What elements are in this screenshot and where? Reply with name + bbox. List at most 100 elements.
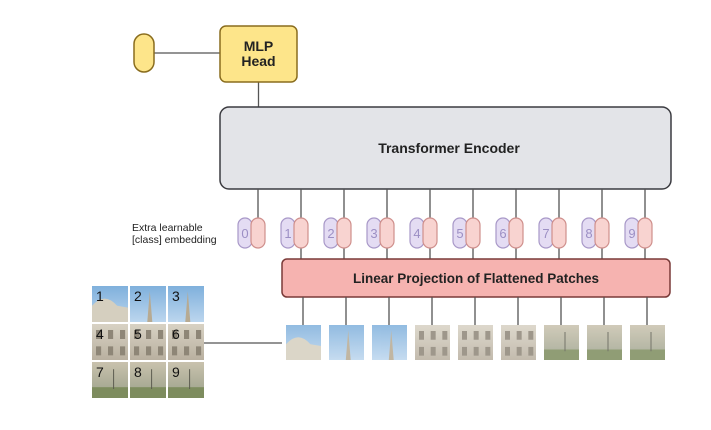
patch-embedding-7 [551, 217, 567, 249]
token-pair-8: 8 [581, 189, 610, 259]
position-index-7: 7 [542, 226, 549, 241]
patch-window [473, 331, 479, 340]
patch-spire [388, 330, 394, 360]
grid-patch-9 [168, 362, 204, 398]
patch-window [172, 346, 178, 356]
grid-patch-number-3: 3 [172, 288, 180, 304]
token-pair-9: 9 [624, 189, 653, 259]
patch-window [430, 331, 436, 340]
patch-grass [130, 387, 166, 398]
grid-patch-number-6: 6 [172, 326, 180, 342]
grid-patch-1 [92, 286, 128, 322]
patch-window [184, 330, 190, 339]
patch-grass [92, 387, 128, 398]
grid-patch-number-9: 9 [172, 364, 180, 380]
patch-spire [147, 291, 153, 322]
grid-patch-8 [130, 362, 166, 398]
linear-projection-label: Linear Projection of Flattened Patches [353, 271, 599, 286]
patch-embedding-8 [594, 217, 610, 249]
flattened-patch-1 [286, 325, 321, 360]
patch-window [172, 330, 178, 339]
linear-projection-box [281, 258, 671, 298]
patch-window [473, 346, 479, 356]
patch-window [158, 330, 164, 339]
patch-window [419, 331, 424, 340]
grid-patch-3 [168, 286, 204, 322]
token-pair-1: 1 [280, 189, 309, 259]
patch-window [516, 346, 522, 356]
patch-window [146, 330, 152, 339]
grid-patch-6 [168, 324, 204, 360]
token-pair-3: 3 [366, 189, 395, 259]
position-index-6: 6 [499, 226, 506, 241]
grid-patch-7 [92, 362, 128, 398]
grid-patch-number-2: 2 [134, 288, 142, 304]
class-embedding-label-line1: Extra learnable [132, 222, 203, 234]
patch-window [462, 346, 467, 356]
patch-dome [286, 337, 321, 360]
grid-patch-5 [130, 324, 166, 360]
patch-grass [168, 387, 204, 398]
token-pair-6: 6 [495, 189, 524, 259]
flattened-patch-3 [372, 325, 407, 360]
patch-spire [185, 291, 191, 322]
patch-window [134, 346, 140, 356]
class-output-token [133, 33, 155, 73]
flattened-patch-8 [587, 325, 622, 360]
patch-window [146, 346, 152, 356]
patch-window [505, 331, 510, 340]
grid-patch-4 [92, 324, 128, 360]
flattened-patch-5 [458, 325, 493, 360]
patch-window [528, 346, 534, 356]
patch-window [430, 346, 436, 356]
patch-window [108, 330, 114, 339]
position-index-8: 8 [585, 226, 592, 241]
transformer-encoder-label: Transformer Encoder [378, 140, 520, 156]
patch-window [419, 346, 424, 356]
patch-window [196, 330, 202, 339]
patch-grass [544, 349, 579, 360]
patch-embedding-4 [422, 217, 438, 249]
position-index-9: 9 [628, 226, 635, 241]
patch-embedding-1 [293, 217, 309, 249]
position-index-2: 2 [327, 226, 334, 241]
patch-window [120, 330, 126, 339]
patch-dome [92, 298, 128, 322]
patch-window [516, 331, 522, 340]
patch-embedding-0 [250, 217, 266, 249]
patch-window [96, 330, 102, 339]
patch-window [158, 346, 164, 356]
position-index-1: 1 [284, 226, 291, 241]
flattened-patch-4 [415, 325, 450, 360]
flattened-patches-row [286, 297, 665, 360]
patch-embedding-6 [508, 217, 524, 249]
patch-window [120, 346, 126, 356]
patch-window [108, 346, 114, 356]
position-index-5: 5 [456, 226, 463, 241]
patch-window [485, 346, 491, 356]
token-pair-2: 2 [323, 189, 352, 259]
grid-patch-2 [130, 286, 166, 322]
flattened-patch-2 [329, 325, 364, 360]
connector-lines [154, 52, 282, 344]
patch-grass [587, 349, 622, 360]
patch-spire [345, 330, 351, 360]
patch-embedding-9 [637, 217, 653, 249]
patch-window [485, 331, 491, 340]
patch-window [528, 331, 534, 340]
patch-window [505, 346, 510, 356]
flattened-patch-6 [501, 325, 536, 360]
patch-window [442, 331, 448, 340]
transformer-encoder-box [219, 106, 672, 190]
token-pair-0: 0 [237, 189, 266, 249]
token-pair-7: 7 [538, 189, 567, 259]
grid-patch-number-5: 5 [134, 326, 142, 342]
position-index-0: 0 [241, 226, 248, 241]
patch-window [196, 346, 202, 356]
flattened-patch-7 [544, 325, 579, 360]
flattened-patch-9 [630, 325, 665, 360]
token-pair-4: 4 [409, 189, 438, 259]
